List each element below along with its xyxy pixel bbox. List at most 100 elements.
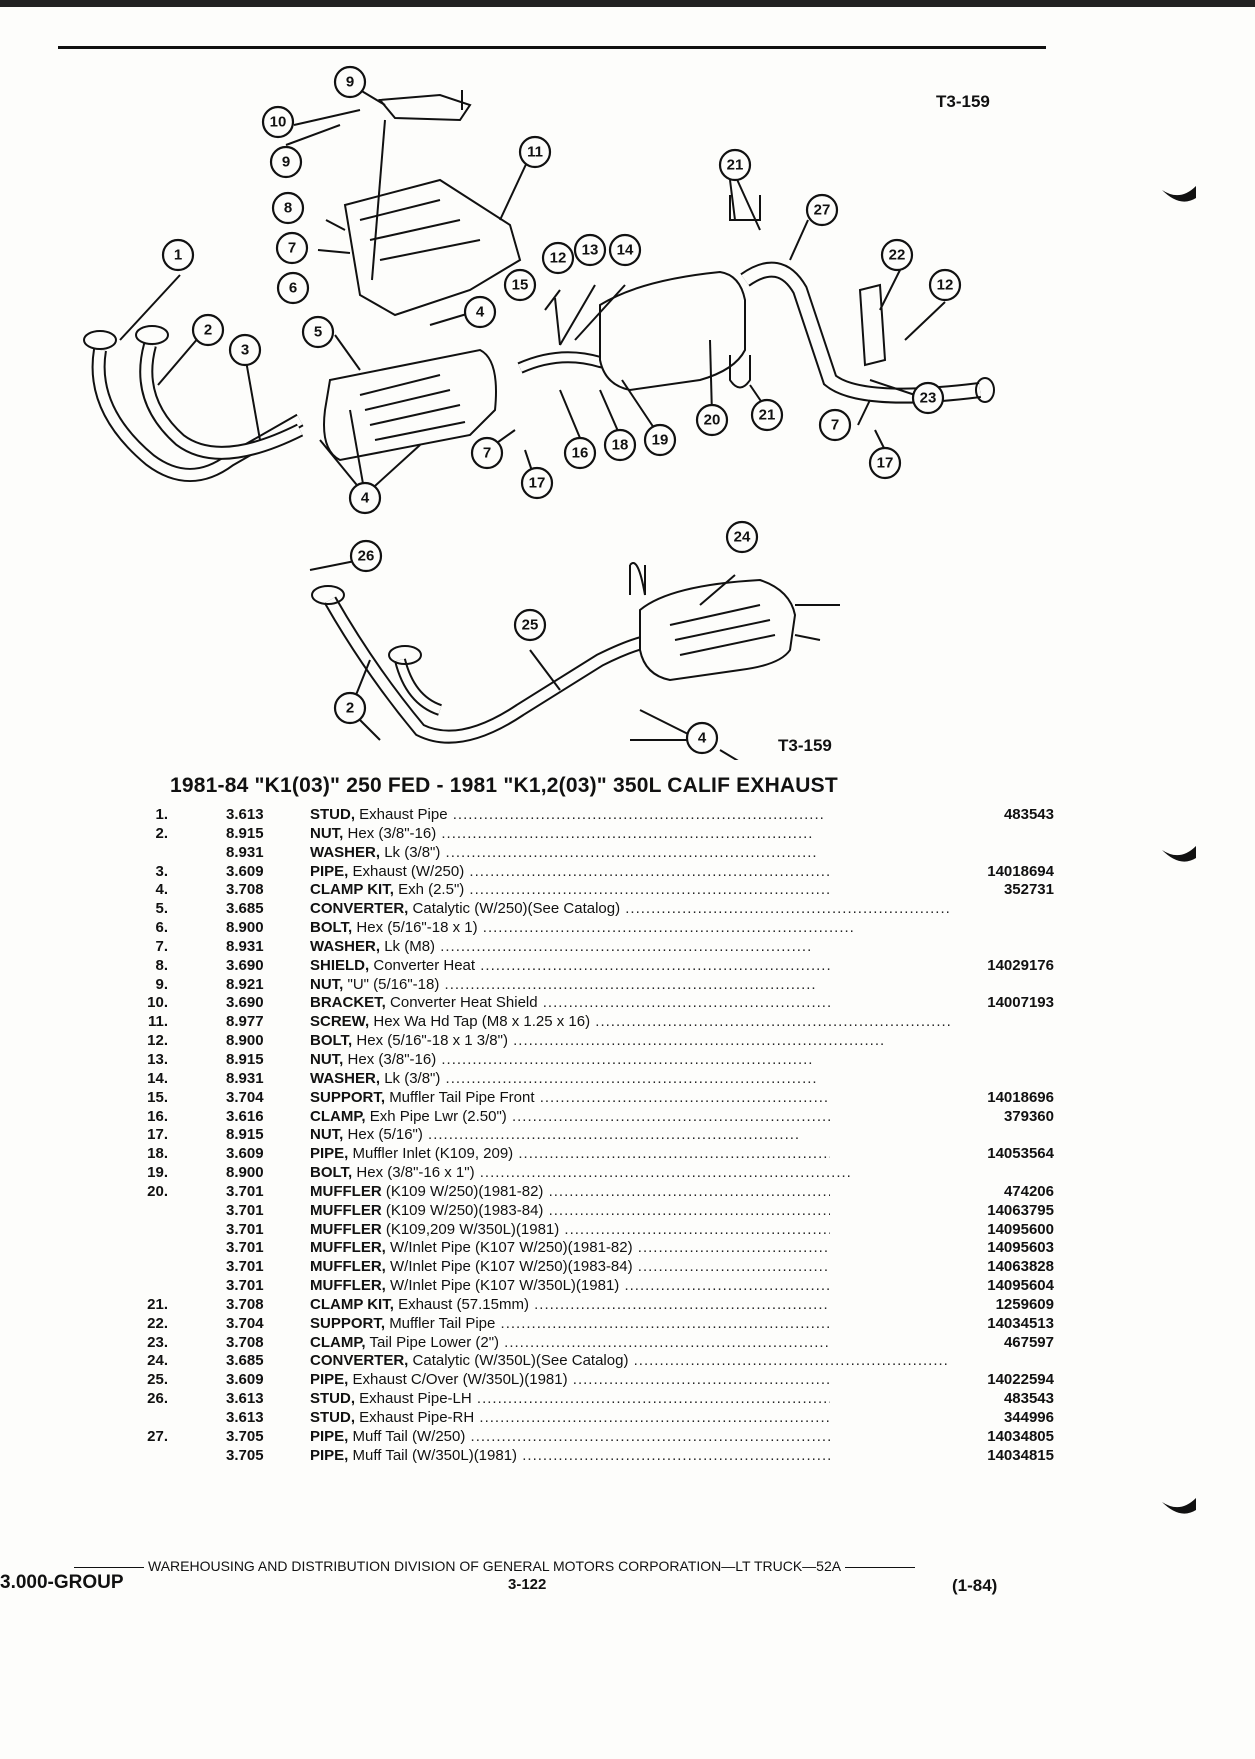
callout: 27: [814, 202, 831, 219]
part-number: 379360: [830, 1107, 1054, 1127]
item-number: 22.: [147, 1314, 168, 1332]
part-name: PIPE,: [310, 1446, 349, 1464]
part-name: NUT,: [310, 975, 344, 993]
callout: 2: [346, 700, 354, 717]
part-name: WASHER,: [310, 1069, 381, 1087]
part-number: 483543: [830, 1390, 1054, 1409]
item-number: 1.: [155, 806, 168, 823]
part-name: WASHER,: [310, 937, 381, 955]
callout: 7: [831, 417, 839, 434]
part-description: SHIELD, Converter Heat .................…: [310, 956, 853, 974]
part-number: 14018694: [830, 862, 1054, 882]
item-number: 6.: [155, 919, 168, 937]
callout: 5: [314, 324, 322, 341]
item-number: 12.: [147, 1032, 168, 1050]
callout: 22: [889, 247, 906, 264]
part-name: CLAMP KIT,: [310, 881, 394, 899]
part-name: SCREW,: [310, 1013, 370, 1031]
part-name: CLAMP KIT,: [310, 1295, 394, 1313]
part-description: CLAMP KIT, Exhaust (57.15mm) ...........…: [310, 1295, 907, 1313]
item-number: 25.: [147, 1371, 168, 1389]
item-number: 15.: [147, 1088, 168, 1106]
item-number: 26.: [147, 1390, 168, 1408]
callout: 9: [346, 74, 354, 91]
item-number: 19.: [147, 1164, 168, 1182]
part-detail: Exhaust (57.15mm): [398, 1295, 529, 1313]
part-description: NUT, "U" (5/16"-18) ....................…: [310, 975, 817, 993]
footer-page-number: 3-122: [508, 1576, 547, 1593]
part-detail: Muffler Tail Pipe: [389, 1314, 496, 1332]
part-name: CONVERTER,: [310, 900, 409, 918]
part-name: SHIELD,: [310, 956, 370, 974]
callout: 10: [270, 114, 287, 131]
item-number: 4.: [155, 881, 168, 899]
part-description: STUD, Exhaust Pipe-RH ..................…: [310, 1409, 852, 1426]
part-description: CONVERTER, Catalytic (W/250)(See Catalog…: [310, 900, 950, 918]
callout: 21: [759, 407, 776, 424]
callout: 17: [529, 475, 546, 492]
figure-code-bottom: T3-159: [778, 736, 832, 755]
part-description: BOLT, Hex (5/16"-18 x 1 3/8") ..........…: [310, 1032, 886, 1050]
part-detail: W/Inlet Pipe (K107 W/250)(1981-82): [390, 1239, 633, 1257]
part-detail: Lk (M8): [384, 937, 436, 955]
part-description: PIPE, Muffler Inlet (K109, 209) ........…: [310, 1145, 891, 1163]
part-name: WASHER,: [310, 843, 381, 861]
group-number: 3.613: [226, 1409, 264, 1426]
group-number: 3.609: [226, 1371, 264, 1389]
group-number: 3.685: [226, 900, 264, 918]
part-description: SUPPORT, Muffler Tail Pipe Front .......…: [310, 1088, 912, 1106]
part-name: BRACKET,: [310, 994, 386, 1012]
part-name: STUD,: [310, 806, 355, 823]
part-description: SCREW, Hex Wa Hd Tap (M8 x 1.25 x 16) ..…: [310, 1013, 950, 1031]
part-detail: Hex (5/16"-18 x 1): [356, 919, 478, 937]
part-detail: Hex (5/16"): [347, 1126, 423, 1144]
footer-date: (1-84): [952, 1576, 998, 1595]
part-name: CLAMP,: [310, 1107, 366, 1125]
footer-group: 3.000-GROUP: [0, 1572, 124, 1593]
part-description: SUPPORT, Muffler Tail Pipe .............…: [310, 1314, 873, 1332]
part-number: 352731: [830, 881, 1054, 901]
item-number: 16.: [147, 1107, 168, 1125]
part-number: 14007193: [830, 994, 1054, 1014]
item-number: 18.: [147, 1145, 168, 1163]
part-detail: Catalytic (W/350L)(See Catalog): [412, 1352, 629, 1370]
callout: 3: [241, 342, 249, 359]
part-name: MUFFLER,: [310, 1258, 386, 1276]
part-description: MUFFLER (K109 W/250)(1983-84) ..........…: [310, 1201, 921, 1219]
callout: 4: [476, 304, 485, 321]
part-detail: Tail Pipe Lower (2"): [369, 1333, 500, 1351]
item-number: 14.: [147, 1069, 168, 1087]
part-number: 14095604: [830, 1277, 1054, 1296]
callout: 15: [512, 277, 529, 294]
part-name: STUD,: [310, 1390, 355, 1408]
item-number: 9.: [155, 975, 168, 993]
part-description: BRACKET, Converter Heat Shield .........…: [310, 994, 915, 1012]
callout: 14: [617, 242, 634, 259]
callout: 25: [522, 617, 539, 634]
callout: 11: [527, 144, 543, 161]
group-number: 8.900: [226, 919, 264, 937]
callout: 17: [877, 455, 894, 472]
group-number: 3.613: [226, 1390, 264, 1408]
part-name: MUFFLER,: [310, 1277, 386, 1295]
part-number: 14095603: [830, 1239, 1054, 1259]
part-name: MUFFLER: [310, 1201, 382, 1219]
part-detail: W/Inlet Pipe (K107 W/350L)(1981): [390, 1277, 620, 1295]
group-number: 8.931: [226, 843, 264, 861]
figure-code-top: T3-159: [936, 92, 990, 111]
part-description: NUT, Hex (5/16") .......................…: [310, 1126, 801, 1144]
